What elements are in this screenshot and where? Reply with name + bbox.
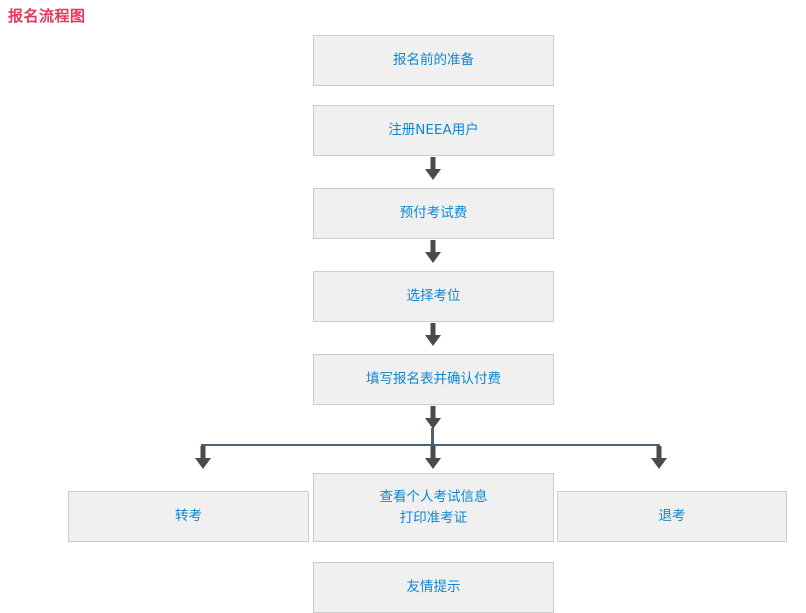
page-title: 报名流程图 bbox=[8, 7, 86, 25]
flow-node-prepare[interactable]: 报名前的准备 bbox=[313, 35, 554, 86]
arrow-down-icon bbox=[424, 157, 442, 181]
branch-stem bbox=[431, 428, 434, 445]
flow-node-refund[interactable]: 退考 bbox=[557, 491, 787, 542]
flow-node-prepare-label: 报名前的准备 bbox=[393, 52, 474, 68]
arrow-down-icon bbox=[424, 446, 442, 470]
flow-node-tips[interactable]: 友情提示 bbox=[313, 562, 554, 613]
flow-node-form-label: 填写报名表并确认付费 bbox=[366, 371, 501, 387]
arrow-down-icon bbox=[194, 446, 212, 470]
flow-node-tips-label: 友情提示 bbox=[406, 579, 461, 595]
flow-node-prepay[interactable]: 预付考试费 bbox=[313, 188, 554, 239]
arrow-down-icon bbox=[424, 406, 442, 430]
flow-node-seat[interactable]: 选择考位 bbox=[313, 271, 554, 322]
flow-node-seat-label: 选择考位 bbox=[406, 288, 461, 304]
flow-node-view-info[interactable]: 查看个人考试信息 打印准考证 bbox=[313, 473, 554, 542]
flow-node-transfer-label: 转考 bbox=[175, 508, 202, 524]
flow-node-register-label: 注册NEEA用户 bbox=[388, 122, 479, 138]
flow-node-transfer[interactable]: 转考 bbox=[68, 491, 309, 542]
arrow-down-icon bbox=[424, 240, 442, 264]
flow-node-view-info-label: 查看个人考试信息 打印准考证 bbox=[379, 488, 488, 526]
arrow-down-icon bbox=[650, 446, 668, 470]
flow-node-register[interactable]: 注册NEEA用户 bbox=[313, 105, 554, 156]
branch-horizontal-line bbox=[201, 444, 660, 446]
flow-node-form[interactable]: 填写报名表并确认付费 bbox=[313, 354, 554, 405]
flow-node-prepay-label: 预付考试费 bbox=[399, 205, 468, 221]
arrow-down-icon bbox=[424, 323, 442, 347]
flow-node-refund-label: 退考 bbox=[658, 508, 686, 524]
